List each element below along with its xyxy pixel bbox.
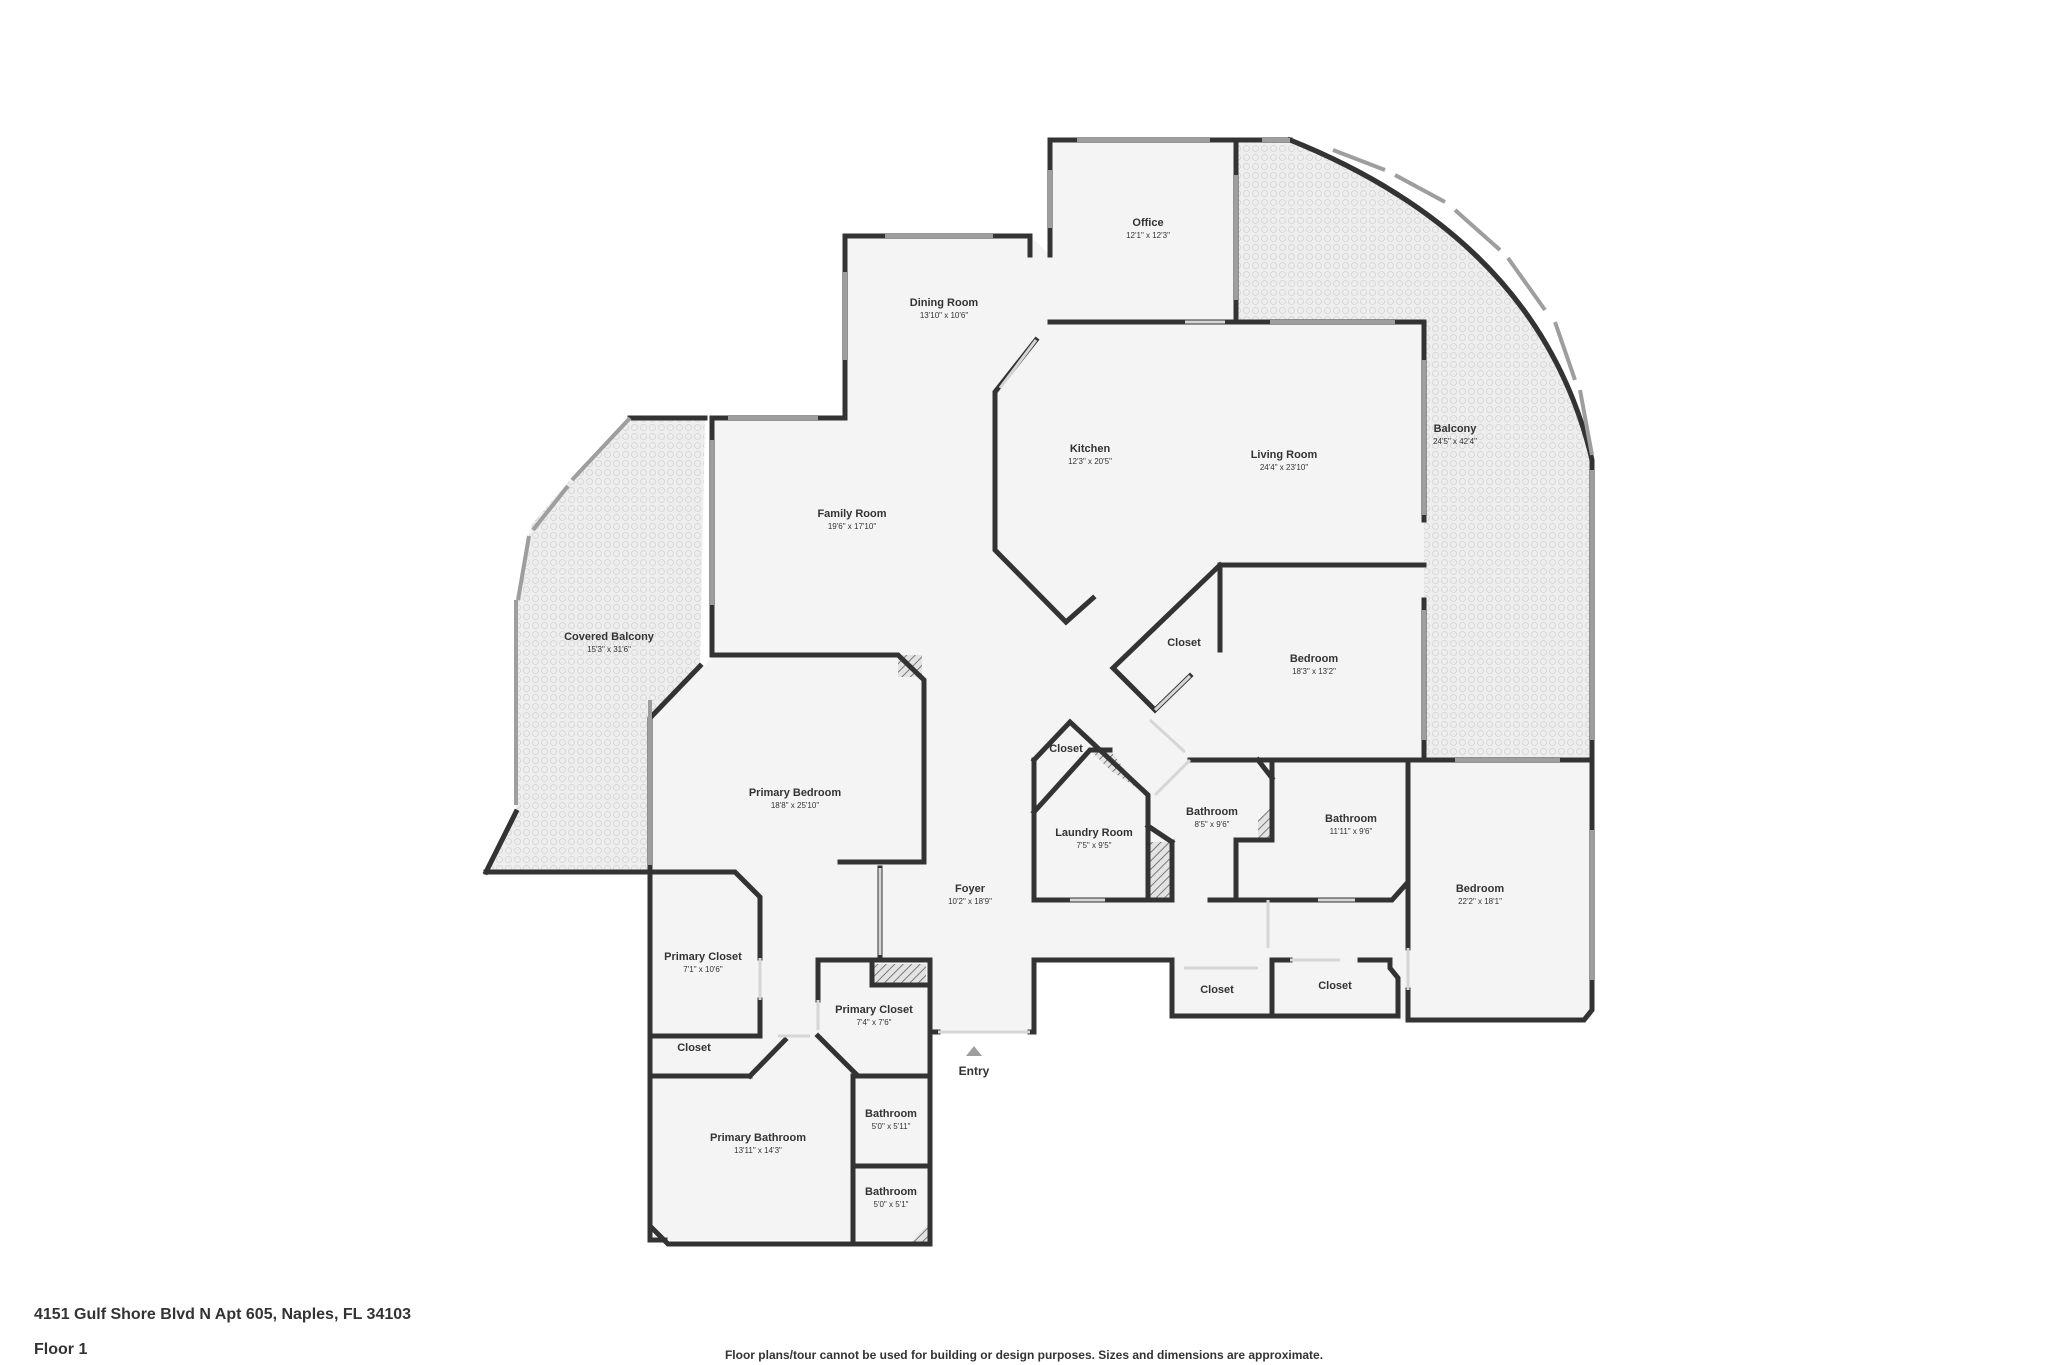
hatch-primary-closet — [874, 964, 926, 984]
room-dims-kitchen: 12'3" x 20'5" — [1068, 457, 1112, 466]
room-name-primary-bathroom: Primary Bathroom — [710, 1132, 806, 1144]
room-dims-living-room: 24'4" x 23'10" — [1260, 463, 1308, 472]
balcony-floor — [1236, 140, 1592, 760]
room-dims-balcony: 24'5" x 42'4" — [1433, 437, 1477, 446]
hatch-bathroom-small — [908, 1224, 928, 1246]
room-name-closet-hall-1: Closet — [1200, 984, 1234, 996]
room-dims-bathroom-4: 5'0" x 5'1" — [874, 1200, 909, 1209]
entry-label: Entry — [959, 1064, 990, 1078]
hatch-laundry — [1090, 750, 1140, 790]
room-name-dining-room: Dining Room — [910, 297, 979, 309]
room-name-bathroom-1: Bathroom — [1186, 806, 1238, 818]
room-labels: Office 12'1" x 12'3" Dining Room 13'10" x 1… — [564, 217, 1504, 1209]
room-name-covered-balcony: Covered Balcony — [564, 631, 655, 643]
disclaimer: Floor plans/tour cannot be used for buil… — [0, 1348, 2048, 1362]
room-name-closet-bedroom: Closet — [1167, 637, 1201, 649]
room-name-laundry-room: Laundry Room — [1055, 827, 1133, 839]
room-dims-laundry-room: 7'5" x 9'5" — [1077, 841, 1112, 850]
room-dims-primary-bedroom: 18'8" x 25'10" — [771, 801, 819, 810]
room-name-bathroom-2: Bathroom — [1325, 813, 1377, 825]
property-address: 4151 Gulf Shore Blvd N Apt 605, Naples, … — [34, 1306, 412, 1323]
room-name-bathroom-4: Bathroom — [865, 1186, 917, 1198]
floor-label: Floor 1 — [34, 1341, 88, 1358]
room-name-closet-laundry: Closet — [1049, 743, 1083, 755]
entry-arrow-icon — [966, 1046, 982, 1056]
room-dims-bedroom-1: 18'3" x 13'2" — [1292, 667, 1336, 676]
room-dims-foyer: 10'2" x 18'9" — [948, 897, 992, 906]
disclaimer-text: Floor plans/tour cannot be used for buil… — [724, 1348, 1324, 1362]
room-name-foyer: Foyer — [955, 883, 986, 895]
hatch-bathroom — [1150, 842, 1172, 902]
room-name-bedroom-1: Bedroom — [1290, 653, 1339, 665]
windows — [514, 138, 1594, 980]
room-name-living-room: Living Room — [1251, 449, 1318, 461]
room-dims-primary-closet-2: 7'4" x 7'6" — [857, 1018, 892, 1027]
room-name-closet-hall-2: Closet — [1318, 980, 1352, 992]
room-dims-primary-closet-1: 7'1" x 10'6" — [683, 965, 723, 974]
room-dims-bathroom-3: 5'0" x 5'11" — [872, 1122, 911, 1131]
room-dims-bathroom-2: 11'11" x 9'6" — [1330, 827, 1373, 836]
room-dims-office: 12'1" x 12'3" — [1126, 231, 1170, 240]
room-dims-primary-bathroom: 13'11" x 14'3" — [734, 1146, 782, 1155]
room-name-primary-closet-2: Primary Closet — [835, 1004, 913, 1016]
room-name-family-room: Family Room — [817, 508, 886, 520]
room-name-primary-closet-1: Primary Closet — [664, 951, 742, 963]
room-name-balcony: Balcony — [1434, 423, 1478, 435]
room-dims-family-room: 19'6" x 17'10" — [828, 522, 876, 531]
room-name-bedroom-2: Bedroom — [1456, 883, 1505, 895]
hatch-bathroom-2 — [1258, 806, 1272, 840]
room-name-primary-bedroom: Primary Bedroom — [749, 787, 842, 799]
room-dims-bathroom-1: 8'5" x 9'6" — [1195, 820, 1230, 829]
room-name-office: Office — [1132, 217, 1163, 229]
room-name-closet-primary-bath: Closet — [677, 1042, 711, 1054]
room-name-bathroom-3: Bathroom — [865, 1108, 917, 1120]
room-dims-dining-room: 13'10" x 10'6" — [920, 311, 968, 320]
room-name-kitchen: Kitchen — [1070, 443, 1111, 455]
doors — [758, 320, 1410, 1038]
room-dims-covered-balcony: 15'3" x 31'6" — [587, 645, 631, 654]
room-dims-bedroom-2: 22'2" x 18'1" — [1458, 897, 1502, 906]
